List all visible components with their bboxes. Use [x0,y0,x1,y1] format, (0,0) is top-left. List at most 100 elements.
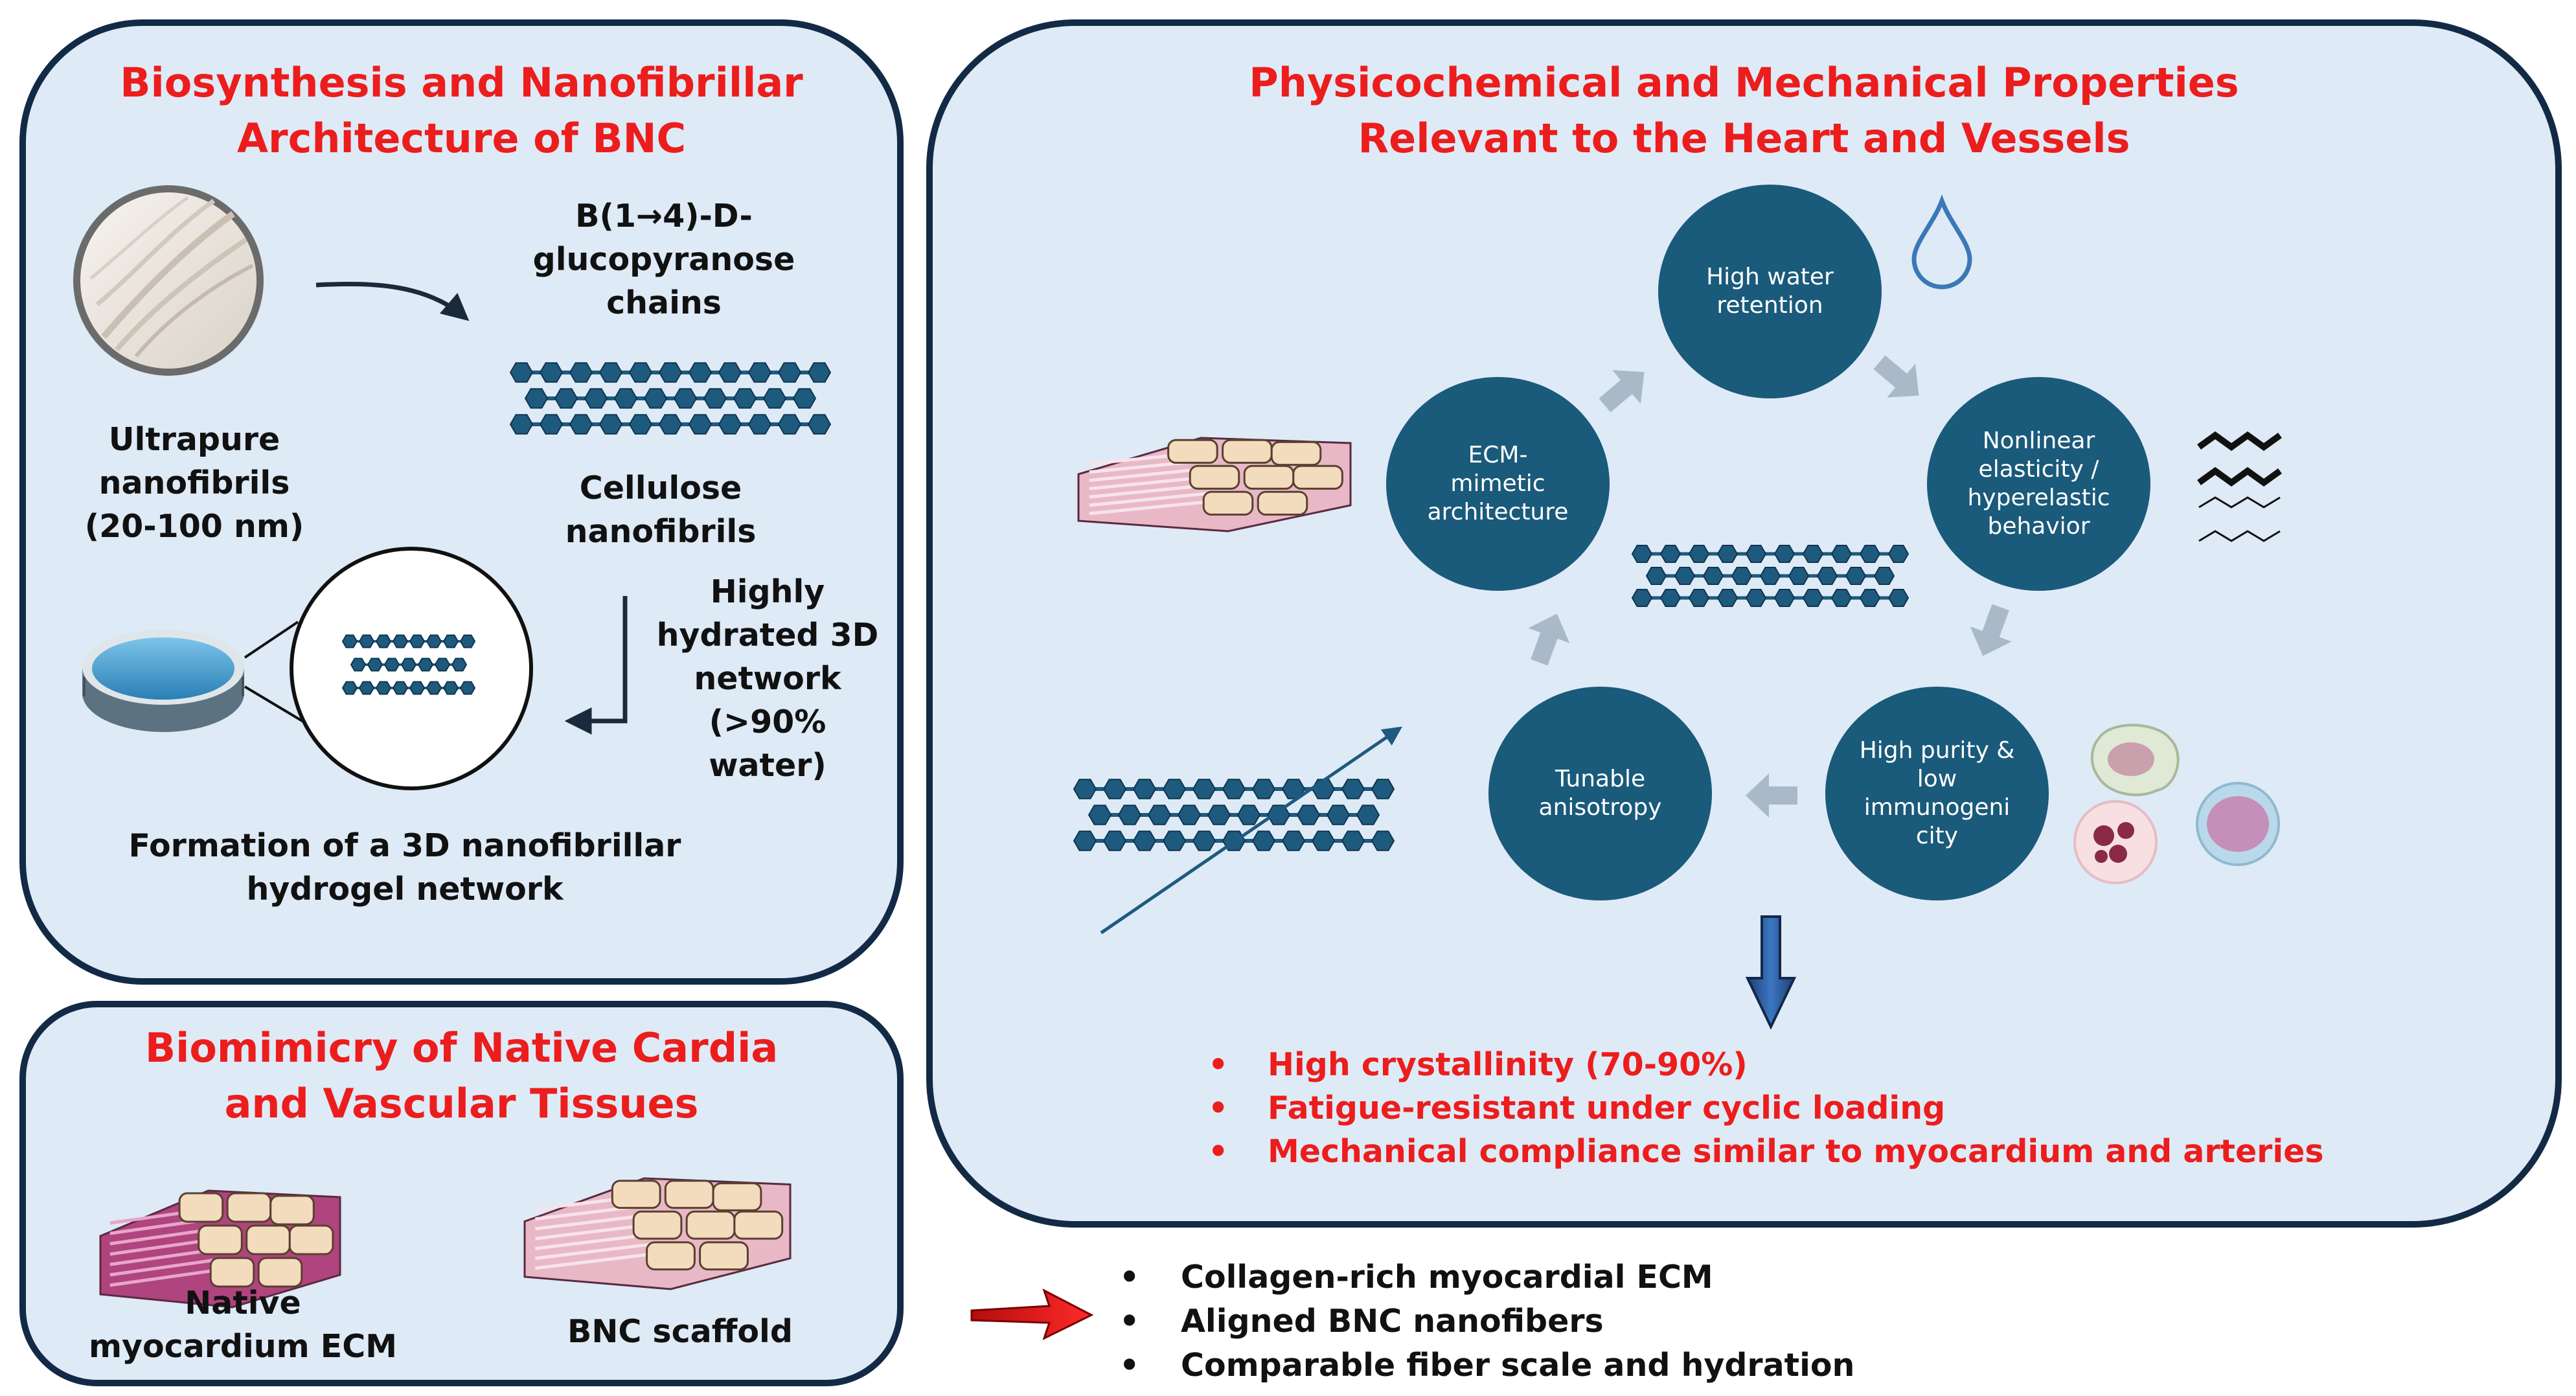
hexagon-unit [1326,805,1351,825]
hexagon-unit [807,362,832,383]
tissue-cell [1257,490,1308,516]
anisotropy-chain-icon [1073,779,1395,851]
hexagon-unit [1102,779,1127,799]
hexagon-unit [459,681,476,695]
hexagon-unit [1073,830,1097,851]
hexagon-unit [1873,567,1895,585]
hexagon-unit [1645,567,1667,585]
hexagon-unit [1716,589,1738,607]
tissue-cell [226,1192,272,1223]
hexagon-unit [383,658,400,672]
hexagon-unit [341,681,358,695]
hexagon-unit [1659,545,1681,563]
hexagon-unit [718,362,742,383]
tissue-cell [1189,464,1240,490]
hexagon-unit [1192,830,1216,851]
anisotropy-arrow [1100,726,1402,935]
hexagon-unit [1207,805,1231,825]
hexagon-unit [613,388,638,409]
properties-bullet-fatigue: Fatigue-resistant under cyclic loading [1208,1086,2503,1130]
hexagon-unit [688,414,712,435]
hexagon-unit [442,681,459,695]
hexagon-unit [1266,805,1291,825]
hexagon-unit [658,362,683,383]
tissue-fiber [535,1242,658,1260]
hexagon-unit [1745,589,1767,607]
hexagon-unit [350,658,367,672]
hexagon-unit [539,362,564,383]
properties-bullet-compliance: Mechanical compliance similar to myocard… [1208,1130,2503,1173]
hexagon-unit [718,414,742,435]
hexagon-unit [1802,545,1824,563]
hexagon-unit [1341,830,1365,851]
hexagon-unit [1102,830,1127,851]
hexagon-unit [459,634,476,648]
hexagon-unit [1887,589,1909,607]
hexagon-unit [1788,567,1810,585]
hexagon-unit [628,362,653,383]
hexagon-unit [1631,545,1653,563]
tissue-cell [257,1257,303,1288]
hexagon-unit [442,634,459,648]
hexagon-unit [584,388,608,409]
tissue-cell [209,1257,255,1288]
hexagon-unit [400,658,417,672]
cycle-node-ecm-mimetic: ECM- mimetic architecture [1386,377,1610,591]
hexagon-unit [658,414,683,435]
tissue-cell [664,1180,714,1209]
cycle-node-high-purity-label: High purity & low immunogeni city [1859,737,2015,849]
hexagon-unit [1073,779,1097,799]
label-glucopyranose-chains: B(1→4)-D- glucopyranose chains [532,198,795,321]
hexagon-unit [1773,589,1795,607]
tissue-cell [198,1224,243,1255]
hexagon-unit [569,362,593,383]
properties-bullet-crystallinity: High crystallinity (70-90%) [1208,1043,2503,1086]
hexagon-unit [434,658,451,672]
label-formation-hydrogel: Formation of a 3D nanofibrillar hydrogel… [128,827,681,908]
tissue-cell [1243,464,1295,490]
panel-biosynthesis-title: Biosynthesis and Nanofibrillar Architect… [120,59,803,162]
cycle-node-water-retention: High water retention [1658,185,1882,398]
summary-bullet-aligned: Aligned BNC nanofibers [1119,1299,2026,1344]
hexagon-unit [688,362,712,383]
hexagon-unit [1674,567,1696,585]
hexagon-unit [417,658,434,672]
cycle-node-ecm-mimetic-label: ECM- mimetic architecture [1427,442,1569,525]
cycle-node-high-purity: High purity & low immunogeni city [1825,687,2049,900]
hexagon-unit [1887,545,1909,563]
label-native-myocardium-ecm: Native myocardium ECM [88,1285,397,1365]
hexagon-unit [554,388,578,409]
arrow-dish-to-chains [315,281,470,321]
hexagon-unit [409,681,426,695]
hexagon-unit [1177,805,1202,825]
cycle-arrow [1528,613,1570,666]
hexagon-unit [1237,805,1261,825]
tissue-cell [699,1241,749,1271]
cycle-arrow [1599,370,1645,413]
hexagon-unit [451,658,468,672]
zoom-line-top [244,621,299,659]
hexagon-unit [1702,567,1724,585]
hexagon-unit [1731,567,1753,585]
tissue-cell [269,1195,315,1226]
summary-bullet-collagen: Collagen-rich myocardial ECM [1119,1255,2026,1299]
panel-biomimicry-title: Biomimicry of Native Cardia and Vascular… [144,1024,779,1127]
hexagon-unit [375,634,392,648]
hexagon-unit [426,681,442,695]
hexagon-unit [628,414,653,435]
hexagon-unit [375,681,392,695]
tissue-cell [646,1241,696,1271]
hexagon-unit [777,362,802,383]
hexagon-unit [1311,830,1336,851]
tissue-cell [733,1210,784,1240]
hexagon-unit [1296,805,1321,825]
ecm-tissue-icon [1077,437,1352,532]
hexagon-unit [1845,567,1867,585]
hexagon-unit [1816,567,1838,585]
tissue-cell [288,1224,334,1255]
cycle-node-tunable-anisotropy-label: Tunable anisotropy [1538,766,1662,821]
panel-properties: Physicochemical and Mechanical Propertie… [926,19,2562,1228]
blue-down-arrow-icon [1745,915,1797,1030]
hexagon-unit [777,414,802,435]
